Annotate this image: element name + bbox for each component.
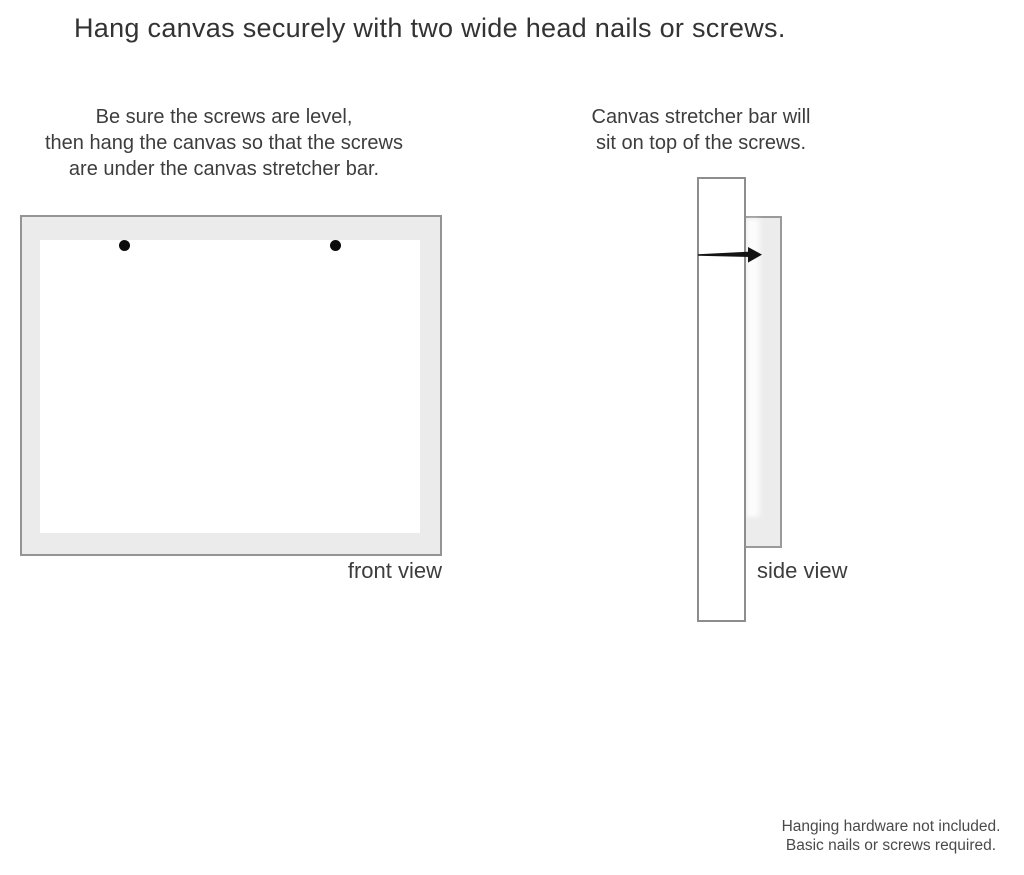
screw-dot-icon [330, 240, 341, 251]
hardware-disclaimer-text: Hanging hardware not included. Basic nai… [741, 817, 1024, 855]
front-view-label: front view [347, 558, 442, 583]
side-view-label: side view [757, 558, 848, 583]
instruction-line: Canvas stretcher bar will [591, 106, 811, 128]
nail-icon [698, 247, 762, 263]
disclaimer-line: Hanging hardware not included. [781, 818, 1001, 835]
disclaimer-line: Basic nails or screws required. [785, 837, 997, 854]
instruction-line: sit on top of the screws. [595, 132, 807, 154]
front-view-instruction-text: Be sure the screws are level, then hang … [19, 104, 429, 182]
instruction-line: are under the canvas stretcher bar. [68, 158, 380, 180]
page-title: Hang canvas securely with two wide head … [74, 13, 786, 43]
side-view-instruction-text: Canvas stretcher bar will sit on top of … [551, 104, 851, 156]
instruction-line: then hang the canvas so that the screws [45, 132, 403, 154]
side-view-canvas [744, 216, 782, 548]
front-view-canvas-face [40, 240, 420, 533]
instruction-line: Be sure the screws are level, [95, 106, 353, 128]
screw-dot-icon [119, 240, 130, 251]
side-view-canvas-highlight [747, 219, 763, 517]
side-view-stretcher-bar [697, 177, 746, 622]
front-view-canvas-frame [20, 215, 442, 556]
